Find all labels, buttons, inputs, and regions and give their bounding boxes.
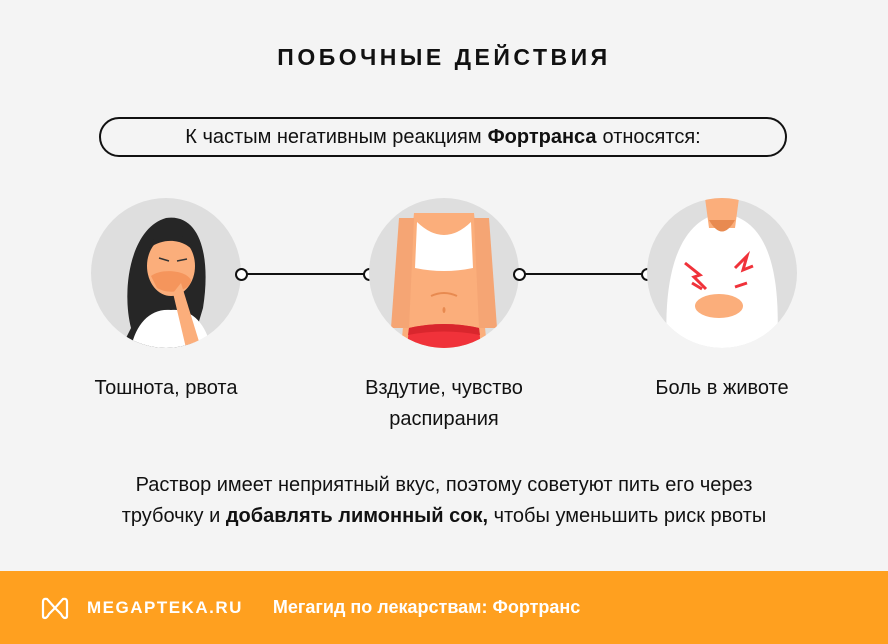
note-text: трубочку и xyxy=(121,505,221,527)
advice-note: Раствор имеет неприятный вкус, поэтому с… xyxy=(0,470,888,532)
intro-prefix: К частым негативным реакциям xyxy=(185,125,482,148)
note-line-1: Раствор имеет неприятный вкус, поэтому с… xyxy=(135,474,753,496)
page-title: ПОБОЧНЫЕ ДЕЙСТВИЯ xyxy=(277,44,611,70)
guide-title: Мегагид по лекарствам: Фортранс xyxy=(272,597,581,617)
megapteka-logo-icon[interactable] xyxy=(40,596,70,620)
connector-line xyxy=(524,273,642,275)
bloating-illustration xyxy=(369,198,519,348)
connector-line xyxy=(246,273,364,275)
effect-label-bloating: Вздутие, чувство распирания xyxy=(324,373,564,435)
intro-pill: К частым негативным реакциям Фортранса о… xyxy=(99,117,787,157)
effect-label-line: распирания xyxy=(389,408,499,430)
nausea-illustration xyxy=(91,198,241,348)
intro-drug-name: Фортранса xyxy=(487,125,597,148)
intro-suffix: относятся: xyxy=(602,125,701,148)
note-line-2: трубочку и добавлять лимонный сок, чтобы… xyxy=(0,501,888,532)
effect-label-nausea: Тошнота, рвота xyxy=(94,377,238,399)
note-text: чтобы уменьшить риск рвоты xyxy=(493,505,767,527)
footer-bar: MEGAPTEKA.RU Мегагид по лекарствам: Форт… xyxy=(0,571,888,644)
stomach-pain-illustration xyxy=(647,198,797,348)
effect-label-pain: Боль в животе xyxy=(655,377,789,399)
note-highlight: добавлять лимонный сок, xyxy=(225,505,489,527)
effect-label-line: Вздутие, чувство xyxy=(365,377,523,399)
brand-name[interactable]: MEGAPTEKA.RU xyxy=(87,597,243,617)
